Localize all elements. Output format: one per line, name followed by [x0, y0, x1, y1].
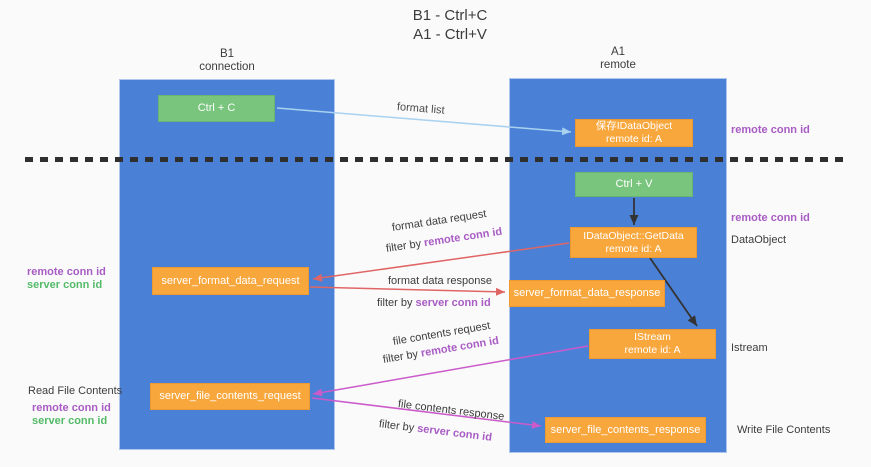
getdata-line1: IDataObject::GetData	[583, 229, 684, 242]
istream-line1: IStream	[634, 331, 671, 343]
format-data-response-label: format data response	[388, 275, 492, 287]
column-a1-subtitle: remote	[600, 59, 636, 71]
istream-box: IStream remote id: A	[589, 329, 716, 359]
left-remote-conn-id-label: remote conn id	[27, 266, 106, 278]
server-format-data-response-label: server_format_data_response	[513, 287, 661, 299]
istream-line2: remote id: A	[624, 344, 681, 356]
filter-by-text: filter by	[385, 237, 425, 255]
boundary-dashed-line	[25, 157, 848, 162]
save-idataobject-line1: 保存IDataObject	[595, 120, 673, 132]
istream-side-label: Istream	[731, 342, 768, 354]
filter-by-server-conn-id-label-2: filter by server conn id	[378, 418, 492, 444]
ctrl-c-label: Ctrl + C	[197, 102, 236, 114]
right-remote-conn-id-label-mid: remote conn id	[731, 212, 810, 224]
filter-by-text: filter by	[377, 297, 416, 309]
column-a1-name: A1	[610, 46, 626, 58]
ctrl-v-box: Ctrl + V	[575, 172, 693, 197]
server-format-data-response-box: server_format_data_response	[509, 280, 665, 307]
column-b1-name: B1	[219, 48, 235, 60]
column-header-b1: B1 connection	[119, 48, 335, 74]
file-contents-response-label: file contents response	[397, 398, 505, 423]
ctrl-c-box: Ctrl + C	[158, 95, 275, 122]
read-file-contents-label: Read File Contents	[28, 385, 123, 397]
diagram-title: B1 - Ctrl+C A1 - Ctrl+V	[300, 6, 600, 44]
arrow-format-data-response	[309, 286, 506, 296]
server-format-data-request-label: server_format_data_request	[161, 274, 300, 287]
server-file-contents-request-box: server_file_contents_request	[150, 383, 310, 410]
remote-conn-id-text: remote conn id	[423, 225, 503, 250]
format-list-label: format list	[396, 101, 446, 117]
title-line-1: B1 - Ctrl+C	[412, 7, 488, 24]
server-file-contents-response-box: server_file_contents_response	[545, 417, 706, 443]
left-server-conn-id-label-2: server conn id	[32, 415, 108, 427]
column-header-a1: A1 remote	[509, 46, 727, 72]
save-idataobject-box: 保存IDataObject remote id: A	[575, 119, 693, 147]
left-remote-conn-id-label-2: remote conn id	[32, 402, 111, 414]
server-conn-id-text: server conn id	[415, 297, 491, 309]
dataobject-label: DataObject	[731, 234, 787, 246]
write-file-contents-label: Write File Contents	[737, 424, 831, 436]
ctrl-v-label: Ctrl + V	[615, 178, 653, 190]
server-conn-id-text: server conn id	[416, 422, 493, 444]
server-file-contents-request-label: server_file_contents_request	[159, 390, 301, 402]
idataobject-getdata-box: IDataObject::GetData remote id: A	[570, 227, 697, 258]
save-idataobject-line2: remote id: A	[605, 133, 663, 145]
filter-by-text: filter by	[378, 418, 418, 435]
filter-by-text: filter by	[382, 347, 422, 366]
server-file-contents-response-label: server_file_contents_response	[550, 423, 701, 436]
right-remote-conn-id-label-top: remote conn id	[731, 124, 810, 136]
getdata-line2: remote id: A	[605, 242, 662, 255]
title-line-2: A1 - Ctrl+V	[413, 26, 487, 43]
server-format-data-request-box: server_format_data_request	[152, 267, 309, 295]
column-b1-subtitle: connection	[199, 61, 255, 73]
filter-by-server-conn-id-label-1: filter by server conn id	[377, 297, 491, 309]
left-server-conn-id-label: server conn id	[27, 279, 103, 291]
